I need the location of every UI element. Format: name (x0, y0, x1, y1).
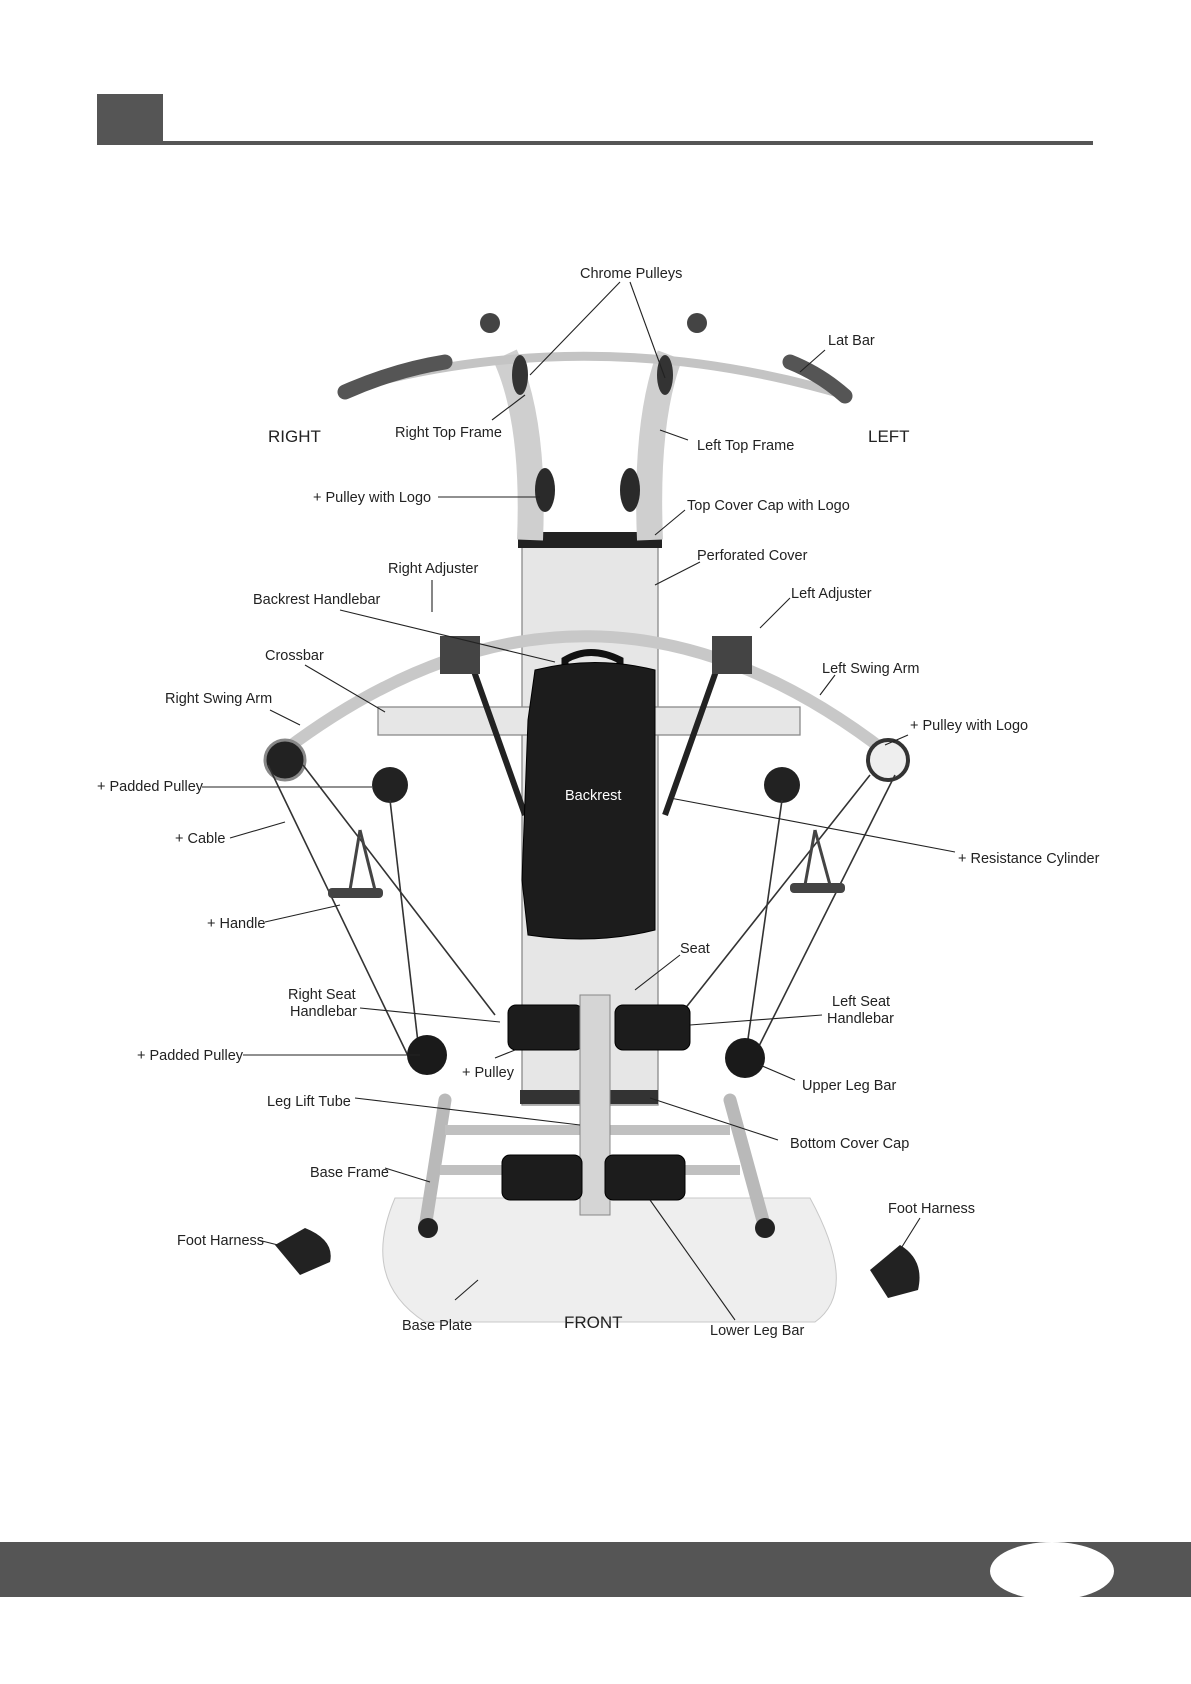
left-adjuster-block (712, 636, 752, 674)
label-base-frame: Base Frame (310, 1165, 389, 1181)
label-left-swing-arm: Left Swing Arm (822, 661, 920, 677)
right-swing-pulley (263, 738, 307, 782)
header-rule (97, 141, 1093, 145)
right-adjuster-block (440, 636, 480, 674)
logo-pulley-left (620, 468, 640, 512)
label-leg-lift-tube: Leg Lift Tube (267, 1094, 351, 1110)
lower-leg-pad-left (604, 1154, 686, 1201)
chrome-pulley-right (512, 355, 528, 395)
label-resistance-cylinder: + Resistance Cylinder (958, 851, 1100, 867)
label-left: LEFT (868, 427, 910, 446)
label-bottom-cover-cap: Bottom Cover Cap (790, 1136, 909, 1152)
seat-pad-left (614, 1004, 691, 1051)
chrome-pulley-left (657, 355, 673, 395)
label-crossbar: Crossbar (265, 648, 324, 664)
label-right: RIGHT (268, 427, 321, 446)
right-handle (328, 829, 383, 898)
right-top-frame (493, 349, 544, 541)
label-lower-leg-bar: Lower Leg Bar (710, 1323, 804, 1339)
label-pulley-with-logo-left: + Pulley with Logo (910, 718, 1028, 734)
label-left-adjuster: Left Adjuster (791, 586, 872, 602)
label-foot-harness-left: Foot Harness (177, 1233, 264, 1249)
seat-pad-right (507, 1004, 584, 1051)
logo-pulley-right (535, 468, 555, 512)
label-right-adjuster: Right Adjuster (388, 561, 478, 577)
label-pulley-with-logo-top: + Pulley with Logo (313, 490, 431, 506)
label-perforated-cover: Perforated Cover (697, 548, 808, 564)
label-left-seat-handlebar-2: Handlebar (827, 1011, 894, 1027)
label-foot-harness-right: Foot Harness (888, 1201, 975, 1217)
page-number-oval (990, 1542, 1114, 1600)
foot-harness-left-image (275, 1228, 331, 1275)
label-cable: + Cable (175, 831, 225, 847)
top-cover-cap (518, 532, 662, 548)
left-swing-pulley (866, 738, 910, 782)
label-lat-bar: Lat Bar (828, 333, 875, 349)
label-right-top-frame: Right Top Frame (395, 425, 502, 441)
label-padded-pulley-bottom: + Padded Pulley (137, 1048, 244, 1064)
backrest-pad (521, 662, 656, 940)
header-square (97, 94, 163, 144)
right-padded-pulley-bottom (407, 1035, 447, 1075)
label-handle: + Handle (207, 916, 265, 932)
lower-leg-pad-right (501, 1154, 583, 1201)
leader-lines (202, 281, 956, 1321)
label-right-seat-handlebar-1: Right Seat (288, 987, 356, 1003)
label-left-seat-handlebar-1: Left Seat (832, 994, 890, 1010)
label-seat: Seat (680, 941, 710, 957)
left-padded-pulley-bottom (725, 1038, 765, 1078)
label-base-plate: Base Plate (402, 1318, 472, 1334)
label-backrest-handlebar: Backrest Handlebar (253, 592, 381, 608)
label-pulley: + Pulley (462, 1065, 515, 1081)
label-upper-leg-bar: Upper Leg Bar (802, 1078, 896, 1094)
label-top-cover-cap: Top Cover Cap with Logo (687, 498, 850, 514)
label-front: FRONT (564, 1313, 623, 1332)
label-right-seat-handlebar-2: Handlebar (290, 1004, 357, 1020)
label-backrest: Backrest (565, 788, 621, 804)
foot-harness-right-image (870, 1245, 920, 1298)
left-handle (790, 829, 845, 893)
label-padded-pulley-top: + Padded Pulley (97, 779, 204, 795)
base-plate (382, 1197, 837, 1323)
label-left-top-frame: Left Top Frame (697, 438, 794, 454)
label-chrome-pulleys: Chrome Pulleys (580, 266, 682, 282)
backrest-handlebar-loop (561, 649, 624, 675)
swing-arm-arc (281, 630, 894, 760)
label-right-swing-arm: Right Swing Arm (165, 691, 272, 707)
